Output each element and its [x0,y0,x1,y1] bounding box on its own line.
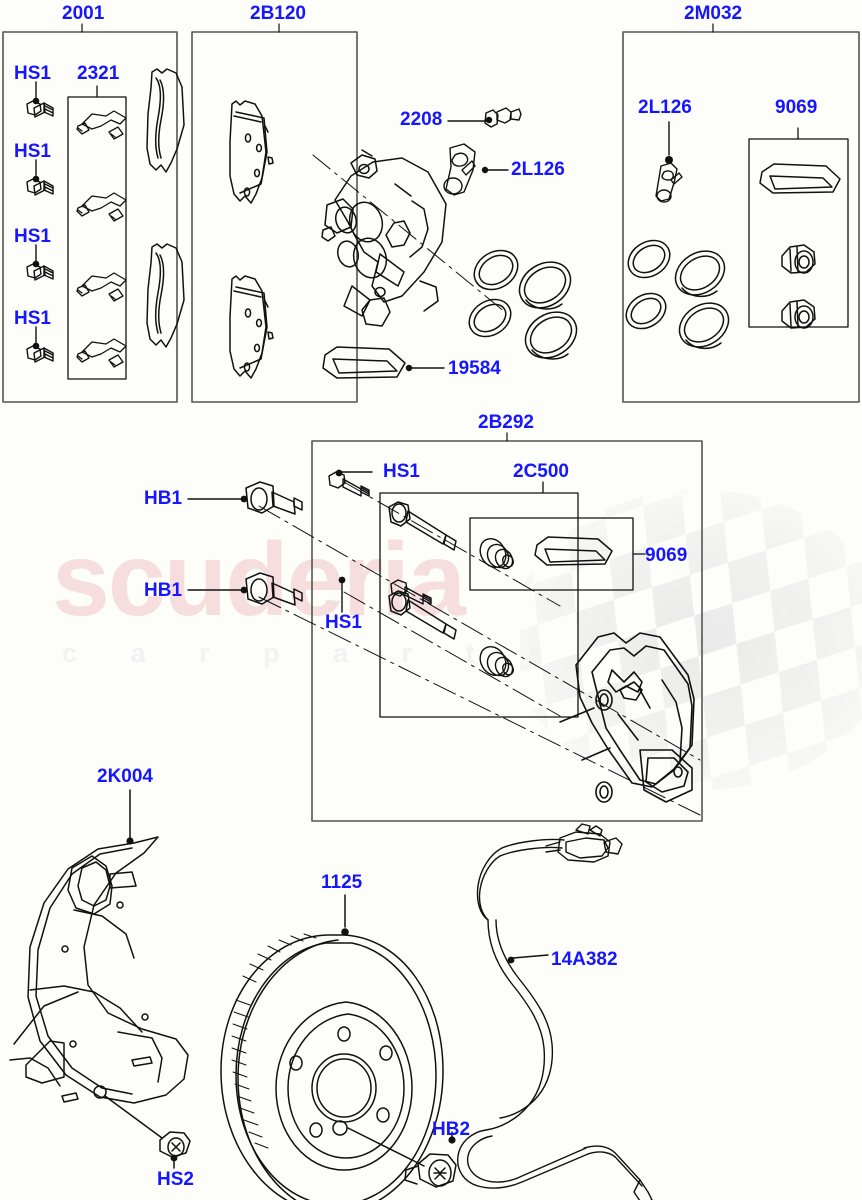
part-2K004-shield [9,789,191,1169]
callout-hs2: HS2 [157,1169,194,1190]
panel-label-2B292: 2B292 [478,412,534,433]
callout-hs1-3: HS1 [14,226,51,247]
callout-2l126-kit: 2L126 [638,97,692,118]
callout-9069-kit: 9069 [775,97,818,118]
callout-2k004: 2K004 [97,766,153,787]
callout-14a382: 14A382 [551,949,618,970]
callout-2208: 2208 [400,109,443,130]
part-1125-disc [220,894,457,1200]
callout-hs1-1: HS1 [14,63,51,84]
callout-19584: 19584 [448,358,501,379]
callout-2c500: 2C500 [513,461,569,482]
panel-label-2B120: 2B120 [250,3,306,24]
panel-label-2M032: 2M032 [684,3,743,24]
panel-2M032-contents [625,121,841,349]
inner-boxes [67,85,849,718]
callout-hs1-5: HS1 [383,461,420,482]
panel-2001-contents [26,68,274,379]
callout-1125: 1125 [321,872,363,893]
callout-hb1-2: HB1 [144,580,183,601]
callout-hb1-1: HB1 [144,488,183,509]
callout-2l126: 2L126 [511,159,565,180]
panel-2B292-contents [187,469,701,816]
callout-2321: 2321 [77,63,120,84]
part-14A382-abs-sensor [457,823,653,1200]
panel-outlines [2,31,860,822]
callout-hb2: HB2 [432,1119,471,1140]
callout-hs1-2: HS1 [14,141,51,162]
callout-hs1-4: HS1 [14,308,51,329]
panel-2B120-contents [312,107,578,379]
panel-label-2001: 2001 [62,3,105,24]
callout-9069-bracket: 9069 [645,545,688,566]
callout-hs1-6: HS1 [325,612,362,633]
